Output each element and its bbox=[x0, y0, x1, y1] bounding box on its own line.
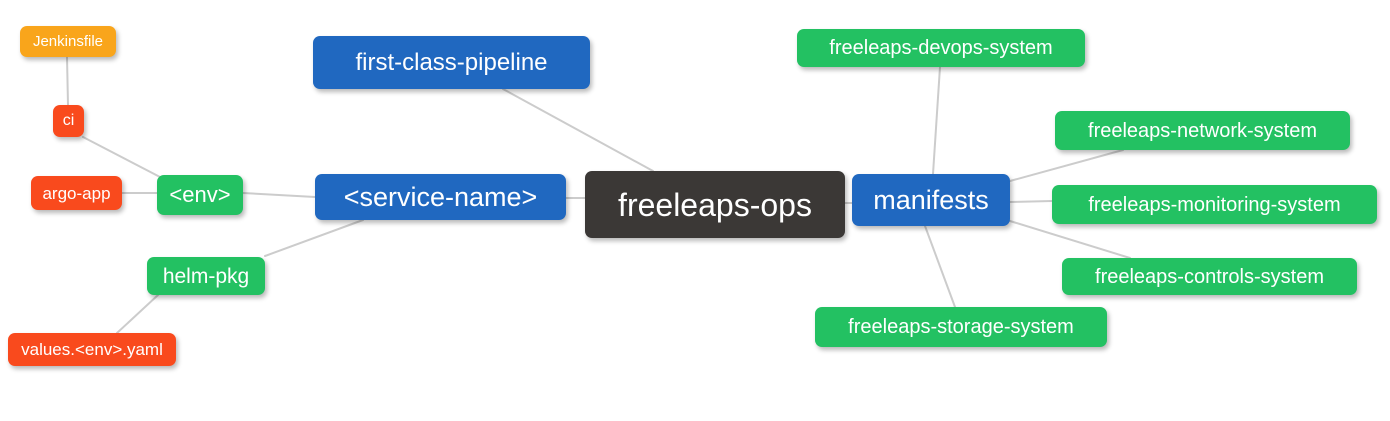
node-service-name[interactable]: <service-name> bbox=[315, 174, 566, 220]
node-manifests[interactable]: manifests bbox=[852, 174, 1010, 226]
node-freeleaps-network-system[interactable]: freeleaps-network-system bbox=[1055, 111, 1350, 150]
node-freeleaps-controls-system[interactable]: freeleaps-controls-system bbox=[1062, 258, 1357, 295]
edge-first-class-pipeline-to-freeleaps-ops bbox=[502, 88, 654, 172]
edge-env-to-service-name bbox=[242, 192, 316, 198]
node-freeleaps-devops-system[interactable]: freeleaps-devops-system bbox=[797, 29, 1085, 67]
edge-helm-pkg-to-service-name bbox=[264, 219, 364, 257]
edge-manifests-to-freeleaps-network-system bbox=[1009, 149, 1124, 182]
edge-manifests-to-freeleaps-monitoring-system bbox=[1009, 200, 1053, 203]
node-env[interactable]: <env> bbox=[157, 175, 243, 215]
node-helm-pkg[interactable]: helm-pkg bbox=[147, 257, 265, 295]
node-freeleaps-ops[interactable]: freeleaps-ops bbox=[585, 171, 845, 238]
edge-jenkinsfile-to-ci bbox=[66, 56, 69, 106]
node-argo-app[interactable]: argo-app bbox=[31, 176, 122, 210]
node-ci[interactable]: ci bbox=[53, 105, 84, 137]
edge-manifests-to-freeleaps-controls-system bbox=[1009, 220, 1131, 259]
node-jenkinsfile[interactable]: Jenkinsfile bbox=[20, 26, 116, 57]
edge-manifests-to-freeleaps-devops-system bbox=[932, 66, 941, 175]
node-values-env-yaml[interactable]: values.<env>.yaml bbox=[8, 333, 176, 366]
node-first-class-pipeline[interactable]: first-class-pipeline bbox=[313, 36, 590, 89]
edge-values-env-yaml-to-helm-pkg bbox=[116, 294, 159, 334]
node-freeleaps-monitoring-system[interactable]: freeleaps-monitoring-system bbox=[1052, 185, 1377, 224]
node-freeleaps-storage-system[interactable]: freeleaps-storage-system bbox=[815, 307, 1107, 347]
edge-ci-to-env bbox=[82, 136, 161, 178]
edge-manifests-to-freeleaps-storage-system bbox=[924, 225, 956, 308]
